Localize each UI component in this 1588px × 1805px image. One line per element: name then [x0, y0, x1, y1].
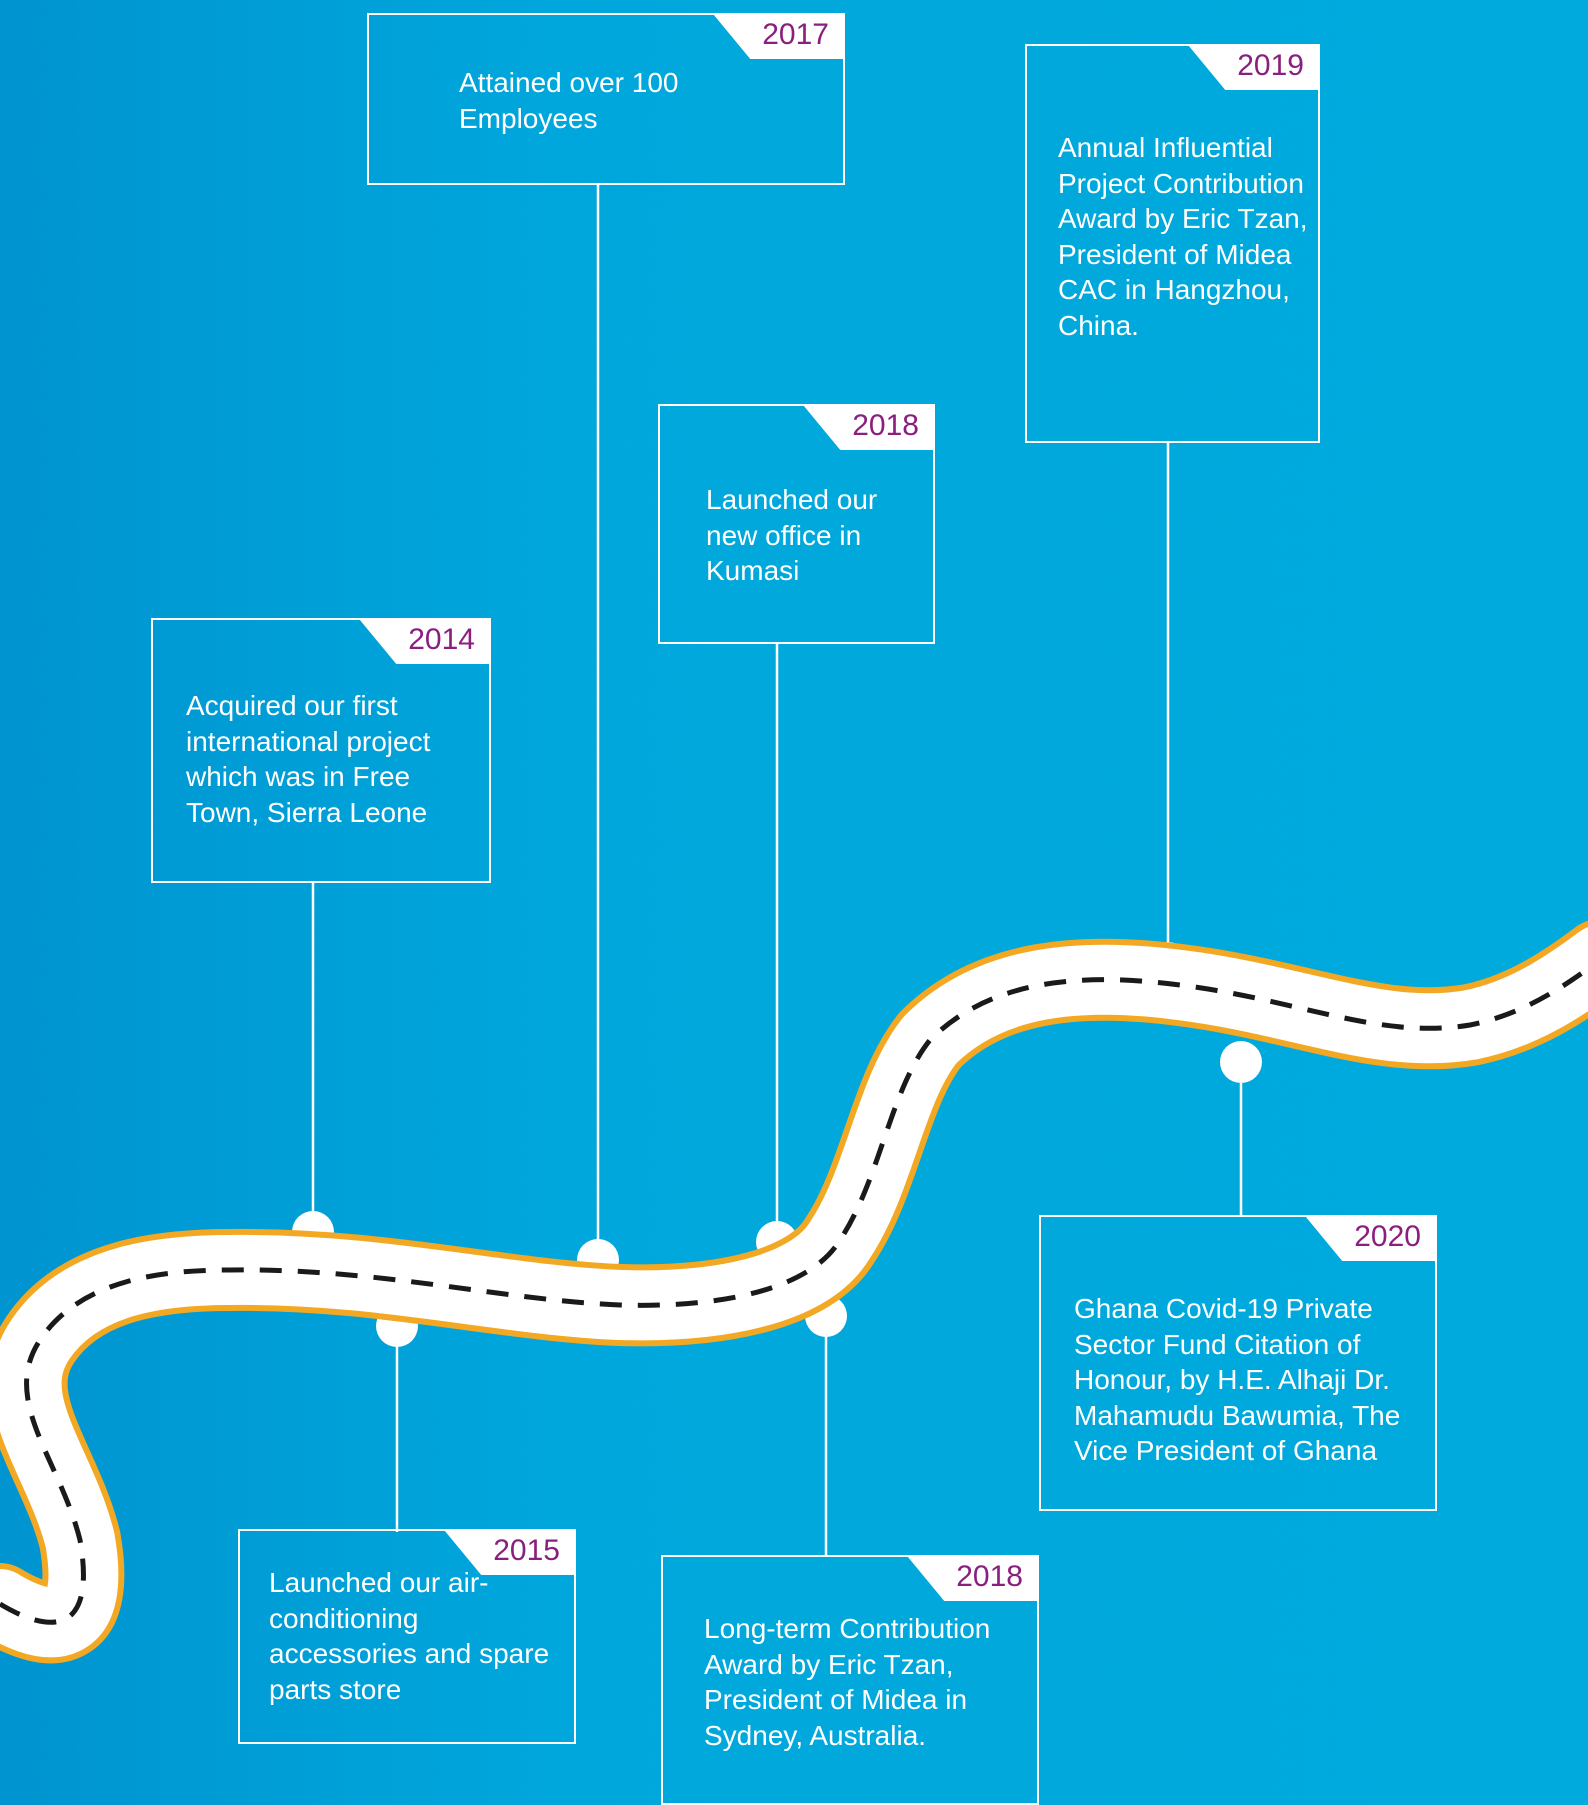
- connector-lines: [311, 185, 1243, 1556]
- milestone-2020: 2020 Ghana Covid-19 Private Sector Fund …: [1039, 1215, 1437, 1511]
- year-tab: 2017: [712, 13, 845, 59]
- year-tab: 2018: [906, 1555, 1039, 1601]
- milestone-description: Attained over 100 Employees: [459, 67, 679, 134]
- year-tab: 2014: [358, 618, 491, 664]
- milestone-2015: 2015 Launched our air-conditioning acces…: [238, 1529, 576, 1744]
- milestone-2014: 2014 Acquired our first international pr…: [151, 618, 491, 883]
- milestone-2018-kumasi: 2018 Launched our new office in Kumasi: [658, 404, 935, 644]
- year-tab: 2019: [1187, 44, 1320, 90]
- year-tab: 2020: [1304, 1215, 1437, 1261]
- dot-2020: [1220, 1041, 1262, 1083]
- milestone-2017: 2017 Attained over 100 Employees: [367, 13, 845, 185]
- milestone-2018-sydney: 2018 Long-term Contribution Award by Eri…: [661, 1555, 1039, 1805]
- milestone-description: Ghana Covid-19 Private Sector Fund Citat…: [1074, 1293, 1401, 1466]
- milestone-description: Acquired our first international project…: [186, 690, 431, 828]
- road-surface: [0, 927, 1588, 1658]
- milestone-description: Launched our new office in Kumasi: [706, 484, 878, 586]
- year-tab: 2018: [802, 404, 935, 450]
- milestone-description: Annual Influential Project Contribution …: [1058, 132, 1308, 341]
- milestone-2019: 2019 Annual Influential Project Contribu…: [1025, 44, 1320, 443]
- milestone-description: Long-term Contribution Award by Eric Tza…: [704, 1613, 991, 1751]
- milestone-description: Launched our air-conditioning accessorie…: [269, 1567, 550, 1705]
